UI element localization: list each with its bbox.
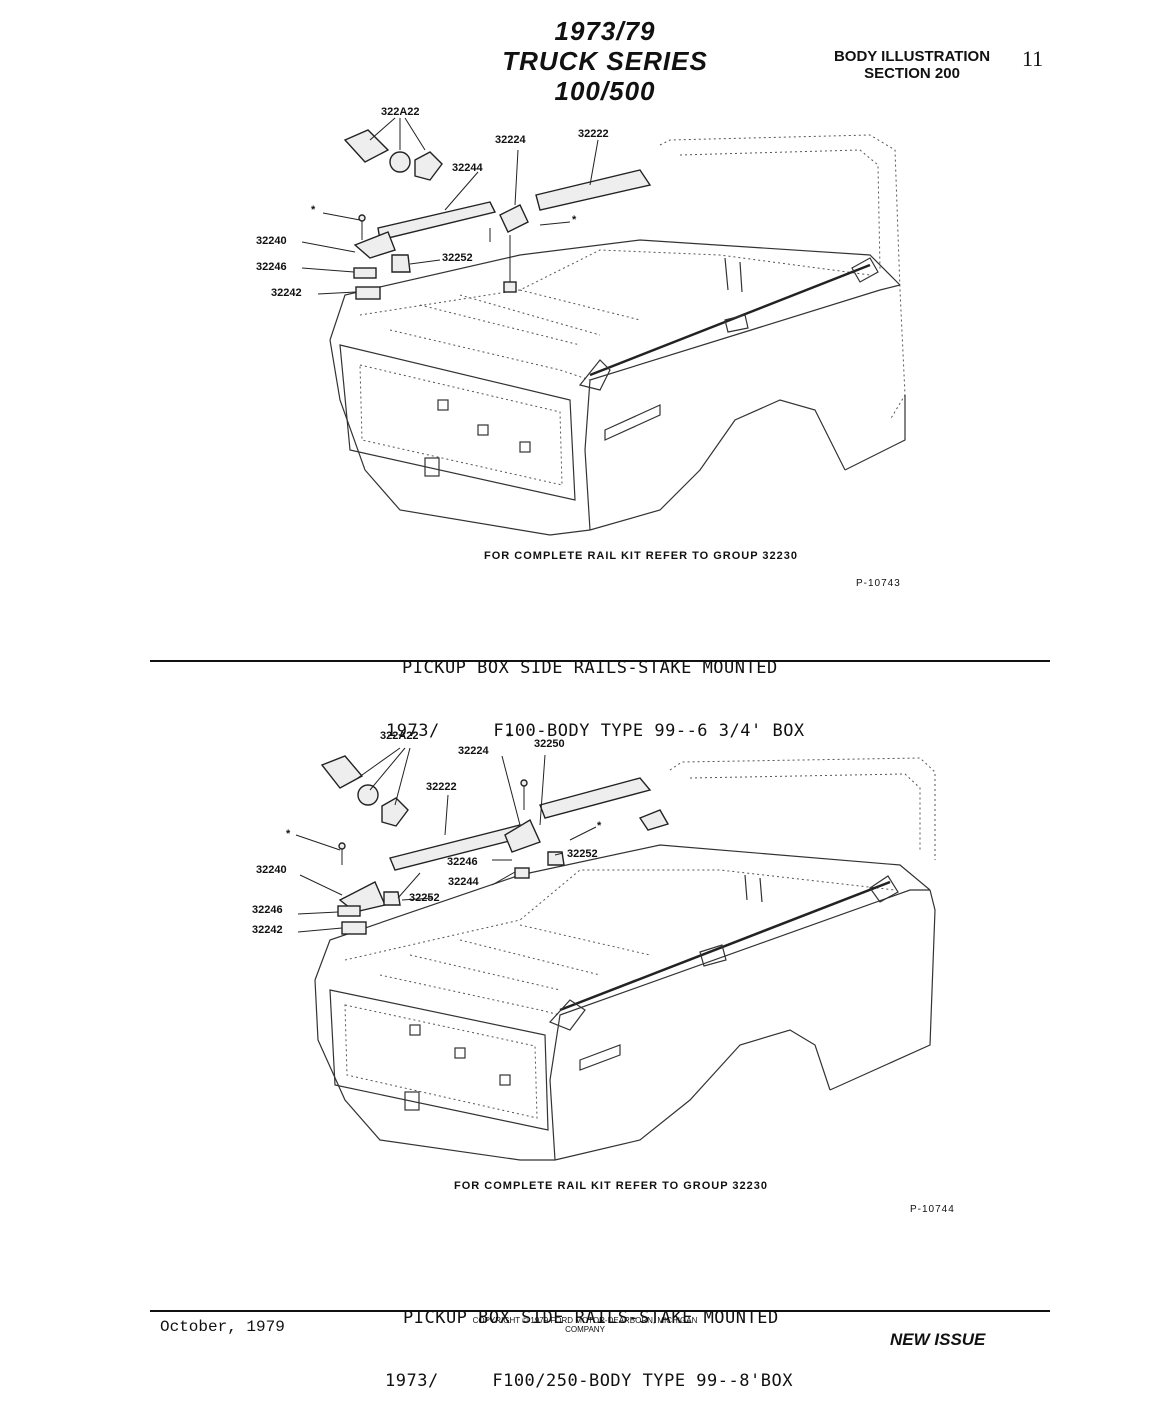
issue-status: NEW ISSUE bbox=[890, 1330, 986, 1349]
section-heading-line1: BODY ILLUSTRATION bbox=[833, 48, 991, 65]
callout-star: * bbox=[286, 828, 291, 840]
figure1-drawing bbox=[301, 117, 906, 536]
callout-32224: 32224 bbox=[495, 134, 526, 146]
callout-32252: 32252 bbox=[442, 252, 473, 264]
figure2-drawing bbox=[295, 747, 936, 1161]
header-series: TRUCK SERIES 100/500 bbox=[502, 46, 708, 106]
callout-star: * bbox=[311, 204, 316, 216]
callout-322A22: 322A22 bbox=[381, 106, 420, 118]
rail-kit-note: FOR COMPLETE RAIL KIT REFER TO GROUP 322… bbox=[484, 550, 798, 562]
callout-32242: 32242 bbox=[271, 287, 302, 299]
callout-32246: 32246 bbox=[256, 261, 287, 273]
callout-32244: 32244 bbox=[452, 162, 483, 174]
section-divider bbox=[150, 660, 1050, 662]
callout-32224: 32224 bbox=[458, 745, 489, 757]
issue-date: October, 1979 bbox=[160, 1318, 285, 1336]
callout-star: * bbox=[572, 214, 577, 226]
figure-caption-title: PICKUP BOX SIDE RAILS-STAKE MOUNTED bbox=[402, 658, 778, 678]
footer-divider bbox=[150, 1310, 1050, 1312]
callout-32250: 32250 bbox=[534, 738, 565, 750]
page-number: 11 bbox=[1022, 46, 1044, 71]
callout-32222: 32222 bbox=[578, 128, 609, 140]
callout-32244: 32244 bbox=[448, 876, 479, 888]
header-years: 1973/79 bbox=[554, 16, 656, 46]
figure-caption: PICKUP BOX SIDE RAILS-STAKE MOUNTED 1973… bbox=[385, 1266, 793, 1413]
figure-caption-model: 1973/ F100-BODY TYPE 99--6 3/4' BOX bbox=[386, 721, 805, 741]
plate-number: P-10743 bbox=[856, 578, 901, 589]
copyright-line2: COMPANY bbox=[565, 1325, 605, 1334]
section-heading-line2: SECTION 200 bbox=[864, 65, 960, 82]
callout-322A22: 322A22 bbox=[380, 730, 419, 742]
callout-32240: 32240 bbox=[256, 235, 287, 247]
callout-32246: 32246 bbox=[252, 904, 283, 916]
copyright-line1: COPYRIGHT © 1979 FORD MOTOR-DEARBORN, MI… bbox=[472, 1316, 698, 1325]
callout-32240: 32240 bbox=[256, 864, 287, 876]
callout-32252: 32252 bbox=[409, 892, 440, 904]
plate-number: P-10744 bbox=[910, 1204, 955, 1215]
figure-caption-model: 1973/ F100/250-BODY TYPE 99--8'BOX bbox=[385, 1371, 793, 1391]
callout-32242: 32242 bbox=[252, 924, 283, 936]
callout-star: * bbox=[507, 731, 512, 743]
section-heading: BODY ILLUSTRATION SECTION 200 bbox=[812, 48, 1012, 82]
figure-caption-title: PICKUP BOX SIDE RAILS-STAKE MOUNTED bbox=[403, 1308, 779, 1328]
callout-32246: 32246 bbox=[447, 856, 478, 868]
callout-32222: 32222 bbox=[426, 781, 457, 793]
callout-star: * bbox=[597, 820, 602, 832]
copyright: COPYRIGHT © 1979 FORD MOTOR-DEARBORN, MI… bbox=[420, 1316, 750, 1334]
rail-kit-note: FOR COMPLETE RAIL KIT REFER TO GROUP 322… bbox=[454, 1180, 768, 1192]
header-title: 1973/79 TRUCK SERIES 100/500 bbox=[450, 16, 760, 106]
callout-32252: 32252 bbox=[567, 848, 598, 860]
figure-caption: PICKUP BOX SIDE RAILS-STAKE MOUNTED 1973… bbox=[386, 616, 805, 763]
